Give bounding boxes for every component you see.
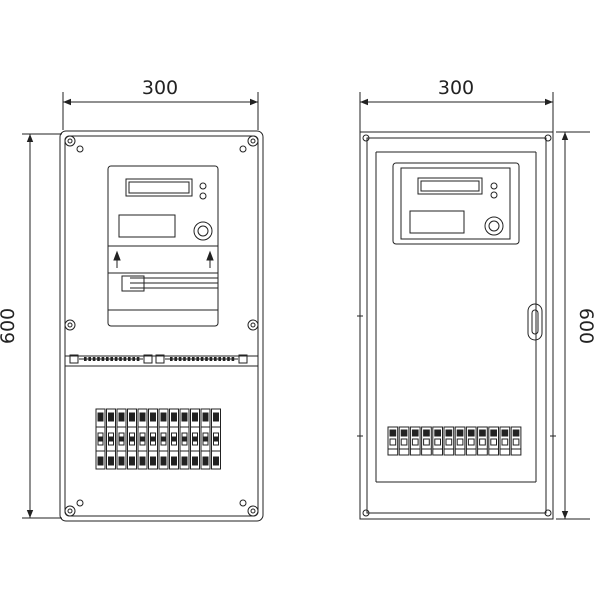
side-breaker — [421, 426, 432, 456]
side-breaker — [488, 426, 499, 456]
side-breaker — [443, 426, 455, 456]
front-breaker — [116, 408, 127, 470]
front-width-dimension — [62, 92, 259, 130]
front-breaker — [127, 408, 137, 470]
terminal-strip — [69, 354, 153, 364]
side-breaker — [454, 426, 466, 456]
front-breaker — [211, 408, 221, 470]
side-view: 300 600 — [357, 77, 597, 520]
front-corner-screws — [64, 135, 259, 517]
side-height-dimension — [556, 131, 590, 520]
front-view: 300 600 — [0, 77, 264, 522]
side-breaker — [510, 426, 522, 456]
front-width-label: 300 — [142, 77, 178, 99]
terminal-strip — [155, 354, 248, 364]
front-breaker — [106, 408, 116, 470]
side-meter — [392, 162, 520, 245]
side-breaker — [409, 426, 421, 456]
side-corner-screws — [362, 134, 552, 517]
side-width-label: 300 — [438, 77, 474, 99]
door-handle-icon — [527, 303, 543, 341]
front-breaker — [200, 408, 211, 470]
front-breaker — [158, 408, 169, 470]
side-breaker — [398, 426, 410, 456]
front-height-label: 600 — [0, 308, 19, 344]
side-breaker-row — [387, 426, 522, 456]
front-breaker — [190, 408, 200, 470]
side-height-label: 600 — [575, 308, 597, 344]
front-meter — [107, 165, 219, 327]
side-breaker — [432, 426, 443, 456]
side-breaker — [387, 426, 399, 456]
side-width-dimension — [359, 92, 554, 132]
side-breaker — [499, 426, 511, 456]
front-enclosure-outer — [59, 130, 264, 522]
front-height-dimension — [22, 133, 62, 519]
front-breaker — [95, 408, 106, 470]
side-enclosure-inner — [366, 137, 547, 514]
front-terminal-strips — [69, 354, 248, 364]
front-breaker — [179, 408, 190, 470]
side-breaker — [465, 426, 477, 456]
front-breaker-row — [95, 408, 221, 470]
front-breaker — [148, 408, 158, 470]
side-enclosure-outer — [359, 131, 554, 520]
front-breaker — [137, 408, 148, 470]
side-breaker — [477, 426, 488, 456]
front-breaker — [169, 408, 179, 470]
